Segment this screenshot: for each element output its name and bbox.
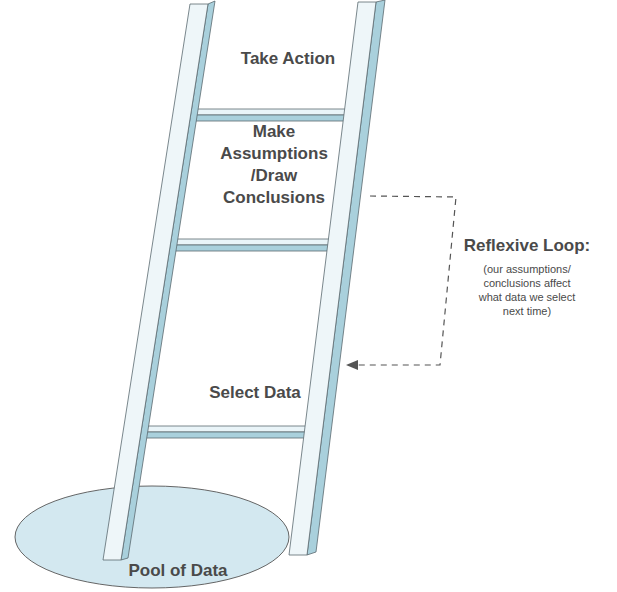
node-label: Pool of Data — [128, 561, 227, 581]
ladder-rung — [187, 109, 349, 121]
loop-title: Reflexive Loop: — [452, 235, 602, 256]
loop-note: (our assumptions/ conclusions affect wha… — [471, 262, 583, 318]
rung-label: Make Assumptions /Draw Conclusions — [215, 121, 333, 209]
ladder-rail — [289, 0, 385, 555]
rung-label: Select Data — [190, 382, 320, 403]
reflexive-loop-arrow — [346, 196, 456, 370]
ladder-rung — [134, 426, 310, 438]
label-holder: (our assumptions/ conclusions affect wha… — [471, 262, 583, 318]
label-holder: Make Assumptions /Draw Conclusions — [215, 121, 333, 209]
ladder-rail — [103, 1, 215, 560]
label-holder: Reflexive Loop: — [452, 235, 602, 256]
label-holder: Take Action — [218, 48, 358, 69]
ladder-rung — [163, 239, 333, 251]
rung-label: Take Action — [218, 48, 358, 69]
label-holder: Select Data — [190, 382, 320, 403]
data-pool-ellipse: Pool of Data — [14, 485, 290, 589]
